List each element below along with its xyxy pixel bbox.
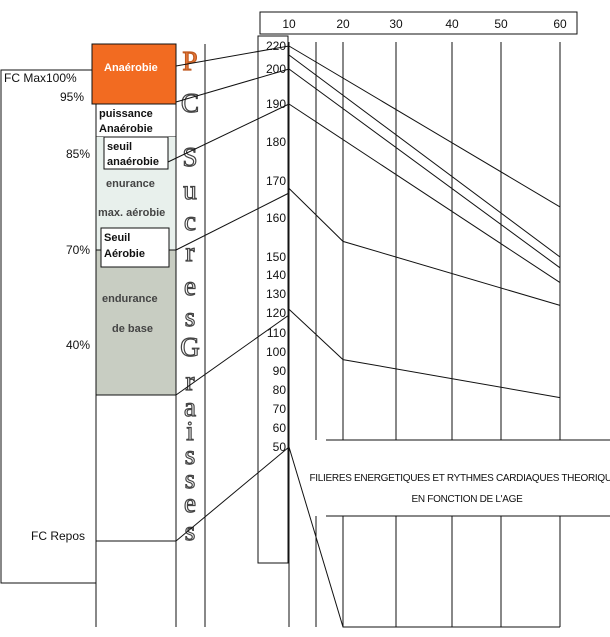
zone-seuil-aerobie-label-1: Seuil bbox=[104, 232, 130, 244]
chart-title: FILIERES ENERGETIQUES ET RYTHMES CARDIAQ… bbox=[310, 473, 610, 484]
left-outline bbox=[0, 69, 97, 584]
connector-5 bbox=[175, 314, 290, 396]
hr-tick-120: 120 bbox=[266, 306, 286, 320]
vertical-letter-9: G bbox=[180, 332, 200, 362]
hr-tick-80: 80 bbox=[273, 383, 287, 397]
zone-de-base-label: de base bbox=[112, 323, 153, 335]
vertical-letter-14: s bbox=[185, 464, 196, 494]
hr-tick-190: 190 bbox=[266, 97, 286, 111]
vertical-letter-5: c bbox=[184, 206, 196, 236]
zone-puissance-label-2: Anaérobie bbox=[99, 123, 153, 135]
label-85: 85% bbox=[66, 147, 90, 161]
age-axis-box bbox=[259, 11, 578, 35]
zone-puissance bbox=[95, 103, 177, 138]
series-line-3 bbox=[288, 68, 561, 269]
age-tick-30: 30 bbox=[389, 17, 403, 31]
vertical-letter-11: a bbox=[184, 392, 196, 422]
zone-max-aerobie-label: max. aérobie bbox=[98, 207, 165, 219]
age-tick-60: 60 bbox=[553, 17, 567, 31]
age-tick-50: 50 bbox=[494, 17, 508, 31]
hr-tick-150: 150 bbox=[266, 250, 286, 264]
hr-tick-60: 60 bbox=[273, 421, 287, 435]
hr-tick-200: 200 bbox=[266, 62, 286, 76]
hr-tick-130: 130 bbox=[266, 287, 286, 301]
zone-seuil-anaerobie-label-1: seuil bbox=[107, 141, 132, 153]
vertical-letter-1: P bbox=[182, 46, 197, 76]
hr-tick-90: 90 bbox=[273, 364, 287, 378]
hr-tick-70: 70 bbox=[273, 402, 287, 416]
connector-3 bbox=[167, 103, 290, 163]
series-line-7 bbox=[288, 446, 560, 628]
zone-anaerobie-label: Anaérobie bbox=[104, 62, 158, 74]
age-axis-ticks: 10 20 30 40 50 60 bbox=[282, 17, 567, 31]
vertical-letter-8: s bbox=[185, 302, 196, 332]
grid-lines bbox=[288, 42, 561, 628]
connector-6 bbox=[175, 446, 290, 542]
zone-enurance-label: enurance bbox=[106, 178, 155, 190]
zone-seuil-anaerobie bbox=[103, 136, 169, 170]
connector-2 bbox=[175, 68, 290, 103]
vertical-letter-12: i bbox=[186, 416, 194, 446]
vertical-letter-10: r bbox=[186, 366, 195, 396]
age-tick-10: 10 bbox=[282, 17, 296, 31]
zone-endurance-base bbox=[95, 249, 177, 396]
zone-endurance-label: endurance bbox=[102, 293, 158, 305]
connector-4 bbox=[175, 192, 290, 251]
label-fc-repos: FC Repos bbox=[31, 529, 85, 543]
chart-subtitle: EN FONCTION DE L'AGE bbox=[412, 494, 524, 505]
hr-tick-50: 50 bbox=[273, 440, 287, 454]
label-95: 95% bbox=[60, 90, 84, 104]
hr-tick-220: 220 bbox=[266, 39, 286, 53]
vertical-letter-15: e bbox=[184, 488, 196, 518]
zone-connectors bbox=[167, 45, 290, 542]
zone-seuil-anaerobie-label-2: anaérobie bbox=[107, 156, 159, 168]
hr-tick-180: 180 bbox=[266, 135, 286, 149]
series-line-4 bbox=[288, 103, 561, 284]
zone-puissance-label-1: puissance bbox=[99, 108, 153, 120]
hr-tick-160: 160 bbox=[266, 211, 286, 225]
hr-tick-110: 110 bbox=[267, 326, 286, 340]
label-70: 70% bbox=[66, 243, 90, 257]
vertical-letter-4: u bbox=[183, 175, 197, 205]
hr-tick-140: 140 bbox=[266, 268, 286, 282]
hr-scale-box bbox=[257, 35, 289, 564]
age-tick-20: 20 bbox=[336, 17, 350, 31]
vertical-letter-7: e bbox=[184, 271, 196, 301]
hr-scale-ticks: 220 200 190 180 170 160 150 140 130 120 110 100 90 80… bbox=[266, 39, 286, 454]
series-line-5 bbox=[288, 188, 561, 306]
zone-seuil-aerobie-label-2: Aérobie bbox=[104, 248, 145, 260]
label-fc-max: FC Max100% bbox=[4, 71, 77, 85]
zone-anaerobie bbox=[91, 43, 177, 105]
zone-seuil-aerobie bbox=[100, 227, 170, 268]
title-box bbox=[326, 440, 610, 516]
label-40: 40% bbox=[66, 338, 90, 352]
vertical-letter-3: S bbox=[182, 142, 197, 172]
vertical-letter-16: s bbox=[185, 516, 196, 546]
vertical-letter-13: s bbox=[185, 440, 196, 470]
connector-1 bbox=[175, 45, 290, 67]
series-line-6 bbox=[288, 308, 561, 399]
age-tick-40: 40 bbox=[445, 17, 459, 31]
vertical-letter-6: r bbox=[186, 237, 195, 267]
series-lines bbox=[288, 45, 561, 628]
series-line-2 bbox=[288, 54, 561, 258]
hr-tick-100: 100 bbox=[266, 345, 286, 359]
vertical-letter-2: C bbox=[181, 88, 199, 118]
series-line-1 bbox=[288, 45, 561, 208]
hr-tick-170: 170 bbox=[266, 174, 286, 188]
